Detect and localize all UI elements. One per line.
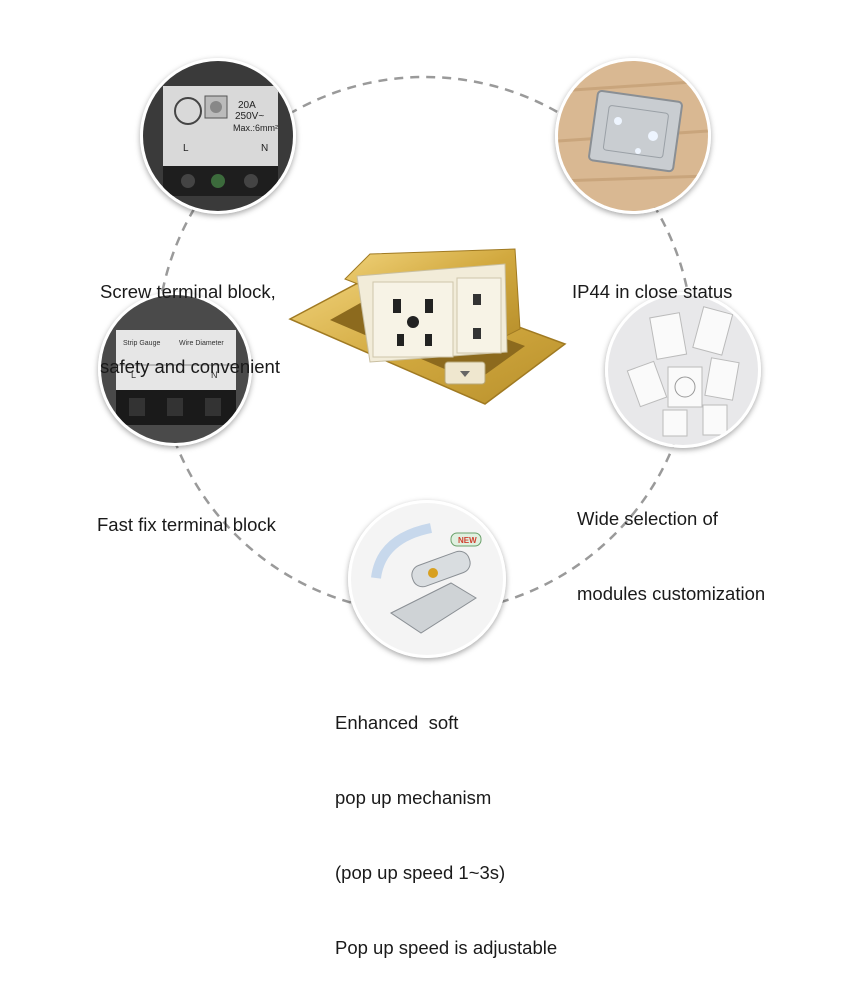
caption-mechanism-line3: (pop up speed 1~3s) (335, 862, 506, 883)
ip44-lid-photo (555, 58, 711, 214)
caption-fast-fix-line1: Fast fix terminal block (97, 514, 276, 535)
caption-modules-line1: Wide selection of (577, 508, 718, 529)
plate-max-wire: Max.:6mm² (233, 123, 278, 133)
terminal-label-n: N (211, 370, 218, 380)
caption-mechanism-line4: Pop up speed is adjustable (335, 937, 558, 958)
wire-diameter-label: Wire Diameter (179, 340, 224, 347)
caption-mechanism-line1: Enhanced soft (335, 712, 459, 733)
modules-selection-photo (605, 292, 761, 448)
caption-ip44: IP44 in close status (572, 229, 732, 329)
plate-rating-voltage: 250V~ (235, 111, 264, 122)
caption-mechanism-line2: pop up mechanism (335, 787, 492, 808)
caption-screw-terminal-line1: Screw terminal block, (100, 281, 276, 302)
fast-fix-terminal-photo: Strip Gauge Wire Diameter L N (98, 292, 252, 446)
strip-gauge-label: Strip Gauge (123, 340, 160, 347)
caption-modules: Wide selection of modules customization (577, 456, 765, 631)
caption-screw-terminal-line2: safety and convenient (100, 356, 280, 377)
caption-modules-line2: modules customization (577, 583, 766, 604)
new-badge: NEW (458, 536, 477, 545)
plate-rating-current: 20A (238, 100, 256, 111)
caption-mechanism: Enhanced soft pop up mechanism (pop up s… (335, 660, 557, 985)
plate-label-l: L (183, 143, 189, 154)
caption-screw-terminal: Screw terminal block, safety and conveni… (100, 229, 280, 404)
caption-fast-fix: Fast fix terminal block (97, 462, 276, 562)
terminal-label-l: L (131, 370, 136, 380)
plate-label-n: N (261, 143, 268, 154)
screw-terminal-photo: 20A 250V~ Max.:6mm² L N (140, 58, 296, 214)
floor-socket-product-image (288, 248, 567, 405)
caption-ip44-line1: IP44 in close status (572, 281, 733, 302)
pop-up-mechanism-photo: NEW (348, 500, 506, 658)
